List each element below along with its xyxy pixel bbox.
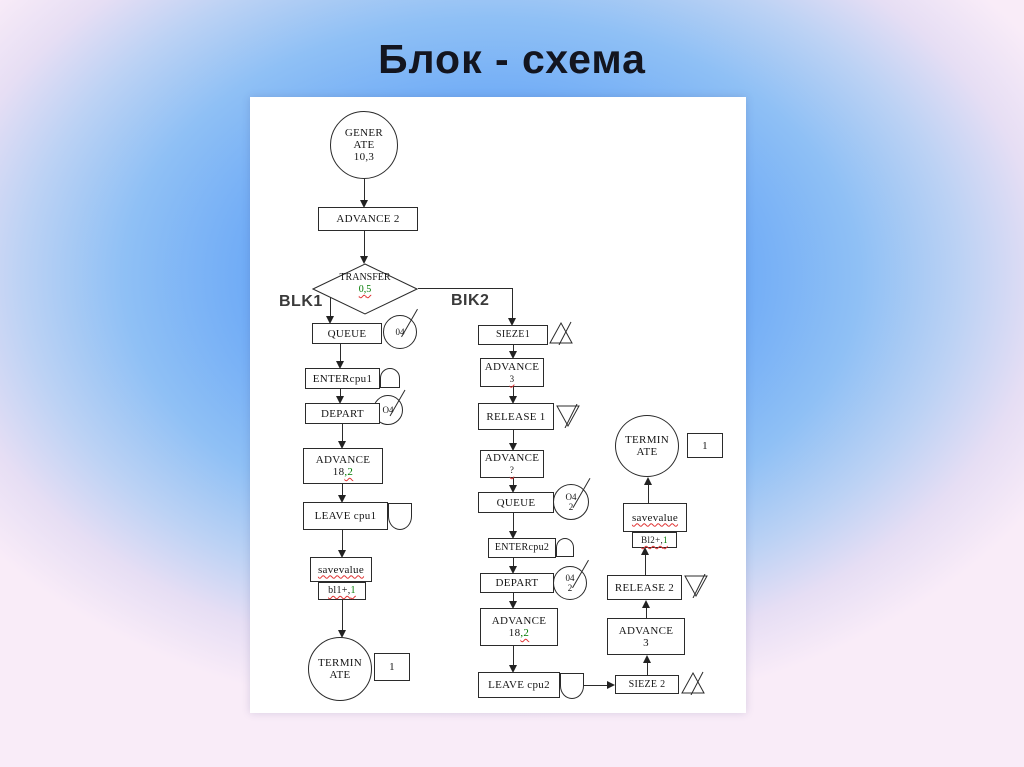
storage-dome-icon: [380, 368, 400, 388]
block-terminate1: TERMIN ATE: [308, 637, 372, 701]
connector: [645, 554, 646, 575]
connector: [364, 179, 365, 200]
branch-label-blk2: BIK2: [451, 292, 490, 309]
facility-triangle-down-icon: [683, 574, 709, 598]
connector: [513, 387, 514, 396]
arrowhead-up-icon: [642, 600, 650, 608]
facility-triangle-down-icon: [555, 404, 581, 428]
connector: [418, 288, 512, 289]
arrowhead-right-icon: [607, 681, 615, 689]
block-savevalue1-arg: bl1+,1: [318, 582, 366, 600]
block-leavecpu1: LEAVE cpu1: [303, 502, 388, 530]
block-entercpu1: ENTERcpu1: [305, 368, 380, 389]
arrowhead-up-icon: [641, 547, 649, 555]
queue1-counter-badge: 04: [383, 315, 417, 349]
arrowhead-down-icon: [509, 665, 517, 673]
connector: [340, 389, 341, 396]
arrowhead-down-icon: [338, 441, 346, 449]
storage-dome-icon: [388, 503, 412, 530]
connector: [647, 662, 648, 675]
block-terminate2: TERMIN ATE: [615, 415, 679, 477]
branch-label-blk1: BLK1: [279, 293, 323, 310]
facility-triangle-up-icon: [680, 671, 706, 695]
block-advance3-second: ADVANCE 3: [607, 618, 685, 655]
connector: [340, 344, 341, 361]
arrowhead-down-icon: [509, 396, 517, 404]
storage-dome-icon: [556, 538, 574, 557]
arrowhead-down-icon: [508, 318, 516, 326]
arrowhead-down-icon: [338, 495, 346, 503]
connector: [513, 513, 514, 531]
arrowhead-up-icon: [643, 655, 651, 663]
arrowhead-up-icon: [644, 477, 652, 485]
connector: [513, 430, 514, 443]
block-advance18-2: ADVANCE 18,2: [480, 608, 558, 646]
connector: [513, 593, 514, 601]
block-transfer: TRANSFER 0,5: [312, 263, 418, 315]
diamond-shape-icon: [312, 263, 418, 315]
block-savevalue2: savevalue: [623, 503, 687, 532]
storage-dome-icon: [560, 673, 584, 699]
block-savevalue2-arg: Bl2+,1: [632, 532, 677, 548]
block-queue1: QUEUE: [312, 323, 382, 344]
block-advance18-1: ADVANCE 18,2: [303, 448, 383, 484]
block-advance3-first: ADVANCE 3: [480, 358, 544, 387]
connector: [513, 646, 514, 665]
arrowhead-down-icon: [338, 550, 346, 558]
connector: [513, 558, 514, 566]
facility-triangle-up-icon: [548, 321, 574, 345]
connector: [330, 297, 331, 316]
slide-title: Блок - схема: [378, 36, 646, 82]
block-savevalue1: savevalue: [310, 557, 372, 582]
arrowhead-down-icon: [360, 256, 368, 264]
terminate1-count-box: 1: [374, 653, 410, 681]
arrowhead-down-icon: [336, 361, 344, 369]
block-sieze1: SIEZE1: [478, 325, 548, 345]
arrowhead-down-icon: [509, 531, 517, 539]
connector: [513, 478, 514, 485]
connector: [364, 231, 365, 256]
connector: [342, 424, 343, 441]
arrowhead-down-icon: [360, 200, 368, 208]
arrowhead-down-icon: [338, 630, 346, 638]
block-advance-q: ADVANCE ?: [480, 450, 544, 478]
block-advance-2: ADVANCE 2: [318, 207, 418, 231]
arrowhead-down-icon: [509, 443, 517, 451]
arrowhead-down-icon: [509, 485, 517, 493]
connector: [648, 484, 649, 503]
flowchart-panel: GENER ATE 10,3 ADVANCE 2 TRANSFER 0,5 BL…: [250, 97, 746, 713]
block-release1: RELEASE 1: [478, 403, 554, 430]
connector: [342, 600, 343, 630]
connector: [342, 530, 343, 550]
block-leavecpu2: LEAVE cpu2: [478, 672, 560, 698]
block-queue2: QUEUE: [478, 492, 554, 513]
arrowhead-down-icon: [336, 396, 344, 404]
arrowhead-down-icon: [326, 316, 334, 324]
block-entercpu2: ENTERcpu2: [488, 538, 556, 558]
connector: [512, 288, 513, 318]
block-depart2: DEPART: [480, 573, 554, 593]
connector: [342, 484, 343, 495]
arrowhead-down-icon: [509, 601, 517, 609]
connector: [584, 685, 607, 686]
terminate2-count-box: 1: [687, 433, 723, 458]
block-release2: RELEASE 2: [607, 575, 682, 600]
connector: [513, 345, 514, 351]
connector: [646, 607, 647, 618]
arrowhead-down-icon: [509, 351, 517, 359]
arrowhead-down-icon: [509, 566, 517, 574]
block-depart1: DEPART: [305, 403, 380, 424]
block-sieze2: SIEZE 2: [615, 675, 679, 694]
block-generate: GENER ATE 10,3: [330, 111, 398, 179]
